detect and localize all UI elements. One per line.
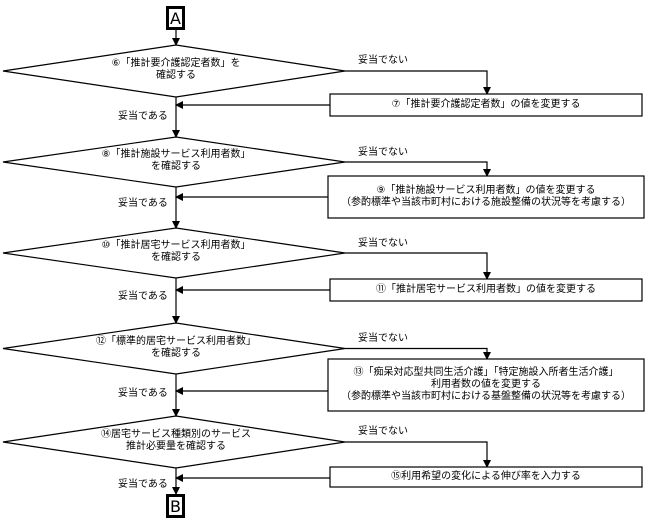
decision-text: ⑩「推計居宅サービス利用者数」 <box>101 240 251 251</box>
no-branch-label: 妥当でない <box>358 238 408 249</box>
no-branch-arrow <box>345 252 491 280</box>
action-box <box>329 466 643 488</box>
no-branch-label: 妥当でない <box>358 333 408 344</box>
decision-text: 確認する <box>156 70 196 81</box>
no-branch-label: 妥当でない <box>358 55 408 66</box>
decision-text: ⑧「推計施設サービス利用者数」 <box>101 149 251 160</box>
decision-text: を確認する <box>151 161 201 172</box>
no-branch-arrow <box>345 347 491 360</box>
connector-a: A <box>166 6 185 30</box>
connector-b: B <box>166 494 185 518</box>
action-text: ⑬「痴呆対応型共同生活介護」「特定施設入所者生活介護」 <box>353 367 619 378</box>
no-branch-arrow <box>345 441 491 468</box>
yes-branch-label: 妥当である <box>118 479 168 490</box>
action-text: ⑪「推計居宅サービス利用者数」の値を変更する <box>376 284 596 295</box>
decision-text: を確認する <box>151 252 201 263</box>
decision-text: を確認する <box>151 347 201 359</box>
yes-branch-label: 妥当である <box>118 111 168 122</box>
decision-text: 推計必要量を確認する <box>126 441 226 452</box>
no-branch-label: 妥当でない <box>358 147 408 158</box>
no-branch-arrow <box>345 70 491 95</box>
action-box <box>327 175 645 219</box>
yes-branch-label: 妥当である <box>118 388 168 399</box>
action-box <box>327 358 645 412</box>
yes-branch-label: 妥当である <box>118 291 168 302</box>
connector-a-label: A <box>170 8 181 28</box>
action-text: ⑦「推計要介護認定者数」の値を変更する <box>391 99 581 110</box>
connector-b-label: B <box>170 496 181 516</box>
action-text: ⑨「推計施設サービス利用者数」の値を変更する <box>376 185 596 196</box>
decision-text: ⑭居宅サービス種類別のサービス <box>101 429 251 440</box>
decision-text: ⑥「推計要介護認定者数」を <box>111 58 241 69</box>
yes-branch-label: 妥当である <box>118 198 168 209</box>
no-branch-label: 妥当でない <box>358 426 408 437</box>
action-text: 利用者数の値を変更する <box>431 379 541 390</box>
action-text: （参酌標準や当該市町村における施設整備の状況等を考慮する） <box>341 197 631 208</box>
decision-text: ⑫「標準的居宅サービス利用者数」 <box>96 335 256 347</box>
action-text: （参酌標準や当該市町村における基盤整備の状況等を考慮する） <box>341 391 631 402</box>
action-text: ⑮利用希望の変化による伸び率を入力する <box>391 471 581 482</box>
no-branch-arrow <box>345 161 491 177</box>
